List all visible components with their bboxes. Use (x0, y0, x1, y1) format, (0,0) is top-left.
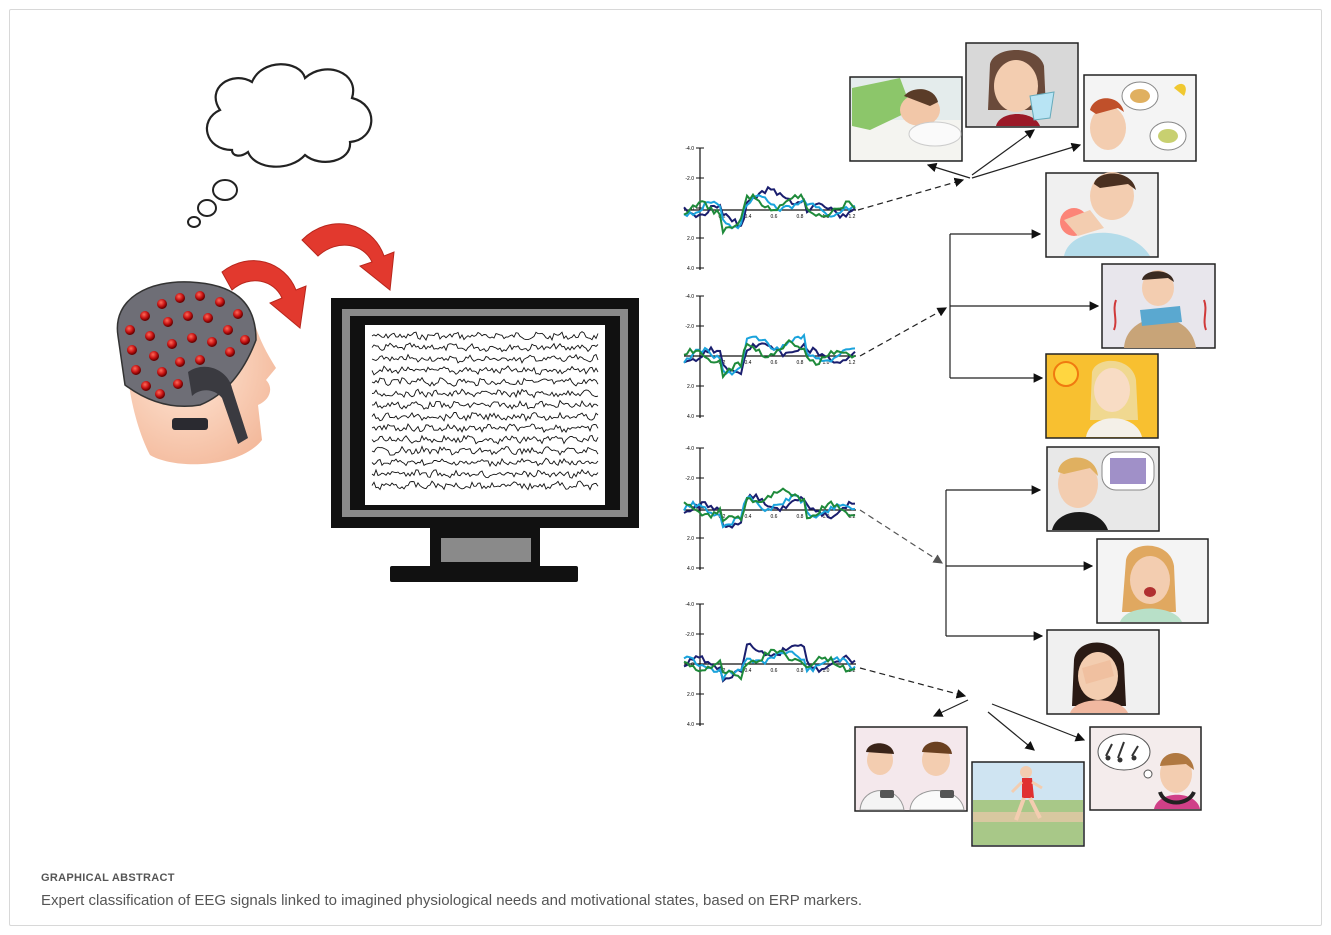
erp-y-tick-label: -2.0 (685, 476, 694, 482)
erp-waveform (683, 338, 856, 380)
erp-y-tick-label: 4.0 (687, 266, 694, 272)
eeg-trace-line (371, 411, 599, 422)
erp-y-tick-label: 2.0 (687, 384, 694, 390)
thought-cloud (187, 63, 373, 228)
erp-waveform (683, 342, 856, 376)
erp-waveform (683, 650, 856, 682)
scene-gaming (854, 726, 968, 812)
erp-x-tick-label: 0.6 (771, 514, 778, 520)
erp-x-tick-label: 1.0 (823, 360, 830, 366)
scene-running (971, 761, 1085, 847)
scene-heat (1045, 353, 1159, 439)
eeg-trace-line (371, 376, 599, 387)
eeg-trace-line (371, 388, 599, 399)
erp-y-tick-label: 0 (691, 354, 694, 360)
erp-waveform (683, 642, 856, 683)
scene-drinking (965, 42, 1079, 128)
scene-scared (1096, 538, 1209, 624)
eeg-trace-line (371, 445, 599, 456)
erp-waveform (683, 487, 856, 523)
erp-y-tick-label: -4.0 (685, 146, 694, 152)
classification-arrows (857, 129, 1100, 751)
scene-pain (1045, 172, 1159, 258)
erp-waveform (683, 493, 856, 529)
scene-sad (1046, 629, 1160, 715)
erp-waveform (683, 194, 856, 230)
erp-x-tick-label: 1.0 (823, 514, 830, 520)
figure-frame (9, 9, 1322, 926)
erp-x-tick-label: 0.4 (745, 214, 752, 220)
erp-y-tick-label: 4.0 (687, 414, 694, 420)
erp-x-tick-label: 0.8 (797, 360, 804, 366)
eeg-trace-line (371, 331, 599, 342)
eeg-trace-line (371, 423, 599, 433)
erp-y-tick-label: -2.0 (685, 176, 694, 182)
scene-cold (1101, 263, 1216, 349)
erp-x-tick-label: 0.4 (745, 668, 752, 674)
erp-y-tick-label: 2.0 (687, 692, 694, 698)
erp-x-tick-label: 0.8 (797, 214, 804, 220)
eeg-trace-line (371, 365, 599, 376)
erp-x-tick-label: 0.8 (797, 514, 804, 520)
erp-y-tick-label: 4.0 (687, 566, 694, 572)
erp-y-tick-label: 4.0 (687, 722, 694, 728)
erp-waveform (683, 492, 856, 529)
erp-waveform (683, 192, 856, 236)
erp-x-tick-label: 0.6 (771, 214, 778, 220)
erp-y-tick-label: -4.0 (685, 446, 694, 452)
erp-y-tick-label: -4.0 (685, 294, 694, 300)
caption-label: GRAPHICAL ABSTRACT (41, 872, 175, 884)
erp-waveform (683, 648, 856, 681)
eeg-trace-line (371, 342, 599, 353)
scene-sleeping (849, 76, 963, 162)
scene-music (1089, 726, 1202, 811)
erp-y-tick-label: -2.0 (685, 632, 694, 638)
eeg-trace-line (371, 399, 599, 410)
eeg-monitor (331, 298, 639, 582)
erp-waveform (683, 185, 856, 228)
erp-x-tick-label: 1.0 (823, 668, 830, 674)
erp-x-tick-label: 1.2 (849, 214, 856, 220)
eeg-trace-line (371, 353, 599, 364)
eeg-trace-line (371, 457, 599, 468)
scene-happy (1046, 446, 1160, 532)
erp-x-tick-label: 0.6 (771, 360, 778, 366)
erp-waveform (683, 332, 856, 376)
red-arrow-2 (301, 223, 395, 291)
eeg-raw-traces (371, 331, 599, 491)
erp-y-tick-label: 2.0 (687, 536, 694, 542)
erp-y-tick-label: -4.0 (685, 602, 694, 608)
scene-eating (1083, 74, 1197, 162)
erp-x-tick-label: 0.4 (745, 514, 752, 520)
erp-y-tick-label: 0 (691, 206, 694, 212)
erp-y-tick-label: 2.0 (687, 236, 694, 242)
erp-y-tick-label: -2.0 (685, 324, 694, 330)
eeg-trace-line (371, 468, 599, 479)
erp-x-tick-label: 0.4 (745, 360, 752, 366)
caption-text: Expert classification of EEG signals lin… (41, 892, 862, 909)
erp-x-tick-label: 0.6 (771, 668, 778, 674)
erp-x-tick-label: 1.2 (849, 360, 856, 366)
red-arrow-1 (221, 260, 307, 329)
erp-x-tick-label: 1.2 (849, 514, 856, 520)
eeg-trace-line (371, 434, 599, 445)
erp-x-tick-label: 0.8 (797, 668, 804, 674)
eeg-trace-line (371, 480, 599, 491)
eeg-cap-head-illustration (116, 281, 276, 465)
